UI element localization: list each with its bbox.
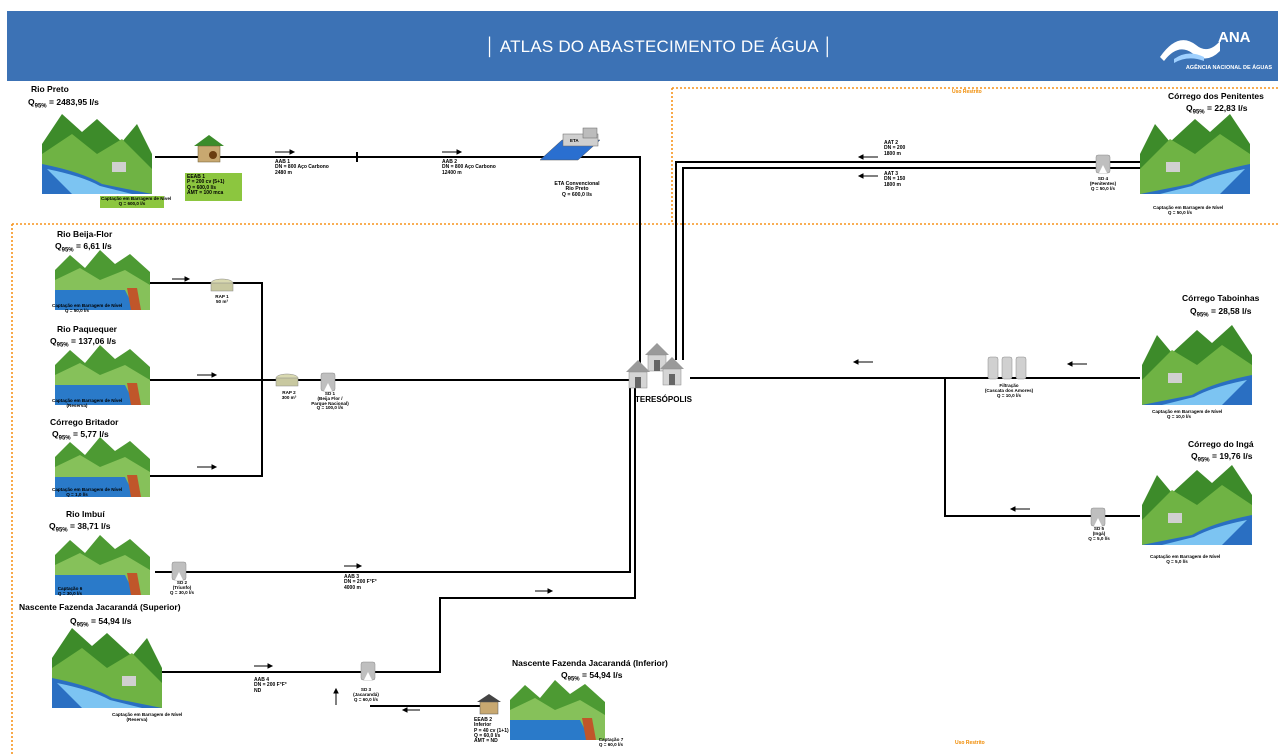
wave-logo-icon [1160,40,1220,63]
sd4-tank-icon [1095,154,1111,174]
sd4-label: SD 4(Penitentes)Q = 50,0 l/s [1089,176,1117,191]
restricted-area-border-top [671,87,1280,224]
page-title: │ ATLAS DO ABASTECIMENTO DE ÁGUA │ [485,37,834,56]
jacaranda-inf-q95: Q95% = 54,94 l/s [561,670,623,683]
paquequer-name: Rio Paquequer [57,324,117,334]
eeab1-pump-icon [194,135,224,163]
beija-flor-q95: Q95% = 6,61 l/s [55,241,112,254]
pipe-jacaranda [155,382,636,673]
inga-basin-icon [1142,465,1252,545]
rio-preto-q95: Q95% = 2483,95 l/s [28,97,99,110]
inga-name: Córrego do Ingá [1188,439,1254,449]
restricted-area-border-main [11,223,1280,756]
eeab2-pump-icon [477,694,501,715]
beija-flor-valley-icon [55,250,150,310]
sd1-label: SD 1(Beija Flor /Parque Nacional)Q = 100… [311,391,349,411]
logo-text: ANA [1218,29,1251,46]
sd3-label: SD 3(Jacarandá)Q = 60,0 l/s [353,687,379,702]
britador-name: Córrego Britador [50,417,119,427]
jacaranda-inf-name: Nascente Fazenda Jacarandá (Inferior) [512,658,668,668]
penitentes-name: Córrego dos Penitentes [1168,91,1264,101]
jacaranda-sup-q95: Q95% = 54,94 l/s [70,616,132,629]
jacaranda-sup-name: Nascente Fazenda Jacarandá (Superior) [19,602,181,612]
sd1-tank-icon [320,372,336,392]
sd2-tank-icon [171,561,187,581]
eta-icon-label: ETA [570,138,579,143]
sd5-tank-icon [1090,507,1106,527]
taboinhas-basin-icon [1142,325,1252,405]
imbui-name: Rio Imbuí [66,509,105,519]
inga-q95: Q95% = 19,76 l/s [1191,451,1253,464]
paquequer-valley-icon [55,345,150,405]
header-banner: │ ATLAS DO ABASTECIMENTO DE ÁGUA │ ANA A… [7,11,1278,81]
jacaranda-sup-captacao: Captação em Barragem de Nível(Reserva) [112,712,183,722]
eta-plant-icon [539,127,601,161]
pipe-inga [944,378,1140,517]
rio-preto-basin-icon [42,114,152,194]
sd3-tank-icon [360,661,376,681]
imbui-q95: Q95% = 38,71 l/s [49,521,111,534]
pipe-imbui [155,380,631,573]
restricted-label-top: Uso Restrito [952,89,982,95]
penitentes-q95: Q95% = 22,83 l/s [1186,103,1248,116]
paquequer-captacao: Captação em Barragem de Nível(Reserva) [52,398,123,408]
britador-q95: Q95% = 5,77 l/s [52,429,109,442]
sd2-label: SD 2(Triunfo)Q = 30,0 l/s [169,580,195,595]
sd5-label: SD 5(Ingá)Q = 5,0 l/s [1088,526,1110,541]
rap1-reservoir-icon [210,278,234,292]
pipe-aat2 [675,161,1140,360]
filtracao-label: Filtração(Cascata dos Amores)Q = 10,0 l/… [984,383,1034,398]
ana-logo: ANA AGÊNCIA NACIONAL DE ÁGUAS [1152,25,1272,77]
jacaranda-inf-valley-icon [510,680,605,740]
pipe-aat3 [682,167,1140,360]
city-label: TERESÓPOLIS [635,395,692,404]
filtracao-icon [987,356,1027,380]
taboinhas-name: Córrego Taboinhas [1182,293,1260,303]
taboinhas-q95: Q95% = 28,58 l/s [1190,306,1252,319]
rio-preto-name: Rio Preto [31,84,69,94]
rap2-reservoir-icon [275,373,299,387]
penitentes-basin-icon [1140,114,1250,194]
jacaranda-sup-basin-icon [52,628,162,708]
flow-arrows [172,149,1087,713]
pipe-rio-preto [155,156,641,370]
beija-flor-name: Rio Beija-Flor [57,229,113,239]
paquequer-q95: Q95% = 137,06 l/s [50,336,117,349]
eeab1-label-box [185,173,242,201]
pipe-network [150,152,1140,707]
logo-subtitle: AGÊNCIA NACIONAL DE ÁGUAS [1185,65,1272,71]
restricted-label-bottom: Uso Restrito [955,740,985,746]
